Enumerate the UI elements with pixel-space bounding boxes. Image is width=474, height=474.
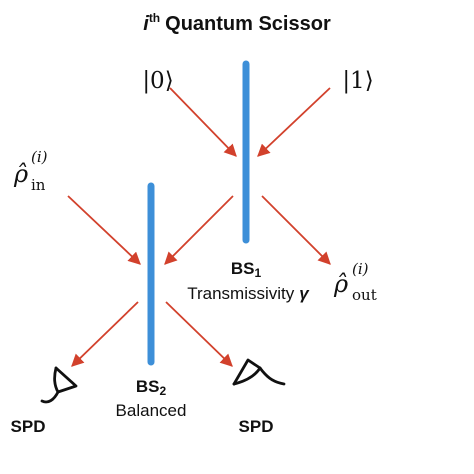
beam-input-to-bs2 xyxy=(67,195,141,265)
bs1-desc-text: Transmissivity xyxy=(187,284,295,303)
bs1-index: 1 xyxy=(254,266,261,280)
title-rest: Quantum Scissor xyxy=(165,13,331,35)
title-superscript: th xyxy=(149,11,160,25)
beam-bs2-to-left-spd xyxy=(71,301,139,367)
rho-in-symbol: ρ̂ xyxy=(13,160,28,188)
beam-bs2-to-right-spd xyxy=(165,301,233,367)
beam-bs1-to-bs2 xyxy=(164,195,234,265)
bs1-name: BS xyxy=(231,259,255,278)
beam-ket0-to-bs1 xyxy=(169,87,237,157)
bs2-index: 2 xyxy=(159,384,166,398)
rho-out-symbol: ρ̂ xyxy=(333,270,348,298)
bs1-label: BS1 xyxy=(231,259,262,280)
right-detector-label: SPD xyxy=(239,417,274,436)
left-detector-label: SPD xyxy=(11,417,46,436)
rho-in-superscript: (i) xyxy=(31,148,48,166)
rho-out-subscript: out xyxy=(352,286,377,304)
left-detector-icon xyxy=(40,366,78,404)
rho-out-label: ρ̂ (i) out xyxy=(333,260,377,304)
beam-bs1-to-output xyxy=(261,195,331,265)
bs2-label: BS2 xyxy=(136,377,167,398)
diagram-title: ith Quantum Scissor xyxy=(143,11,331,35)
ket-zero-label: |0⟩ xyxy=(142,68,173,94)
title-prefix: i xyxy=(143,13,149,35)
bs2-description: Balanced xyxy=(116,401,187,420)
rho-out-superscript: (i) xyxy=(352,260,369,278)
beam-ket1-to-bs1 xyxy=(257,87,331,157)
rho-in-label: ρ̂ (i) in xyxy=(13,148,48,194)
rho-in-subscript: in xyxy=(31,176,46,194)
bs1-param: γ xyxy=(299,284,310,303)
bs2-name: BS xyxy=(136,377,160,396)
right-detector-icon xyxy=(232,358,286,386)
ket-one-label: |1⟩ xyxy=(342,68,373,94)
